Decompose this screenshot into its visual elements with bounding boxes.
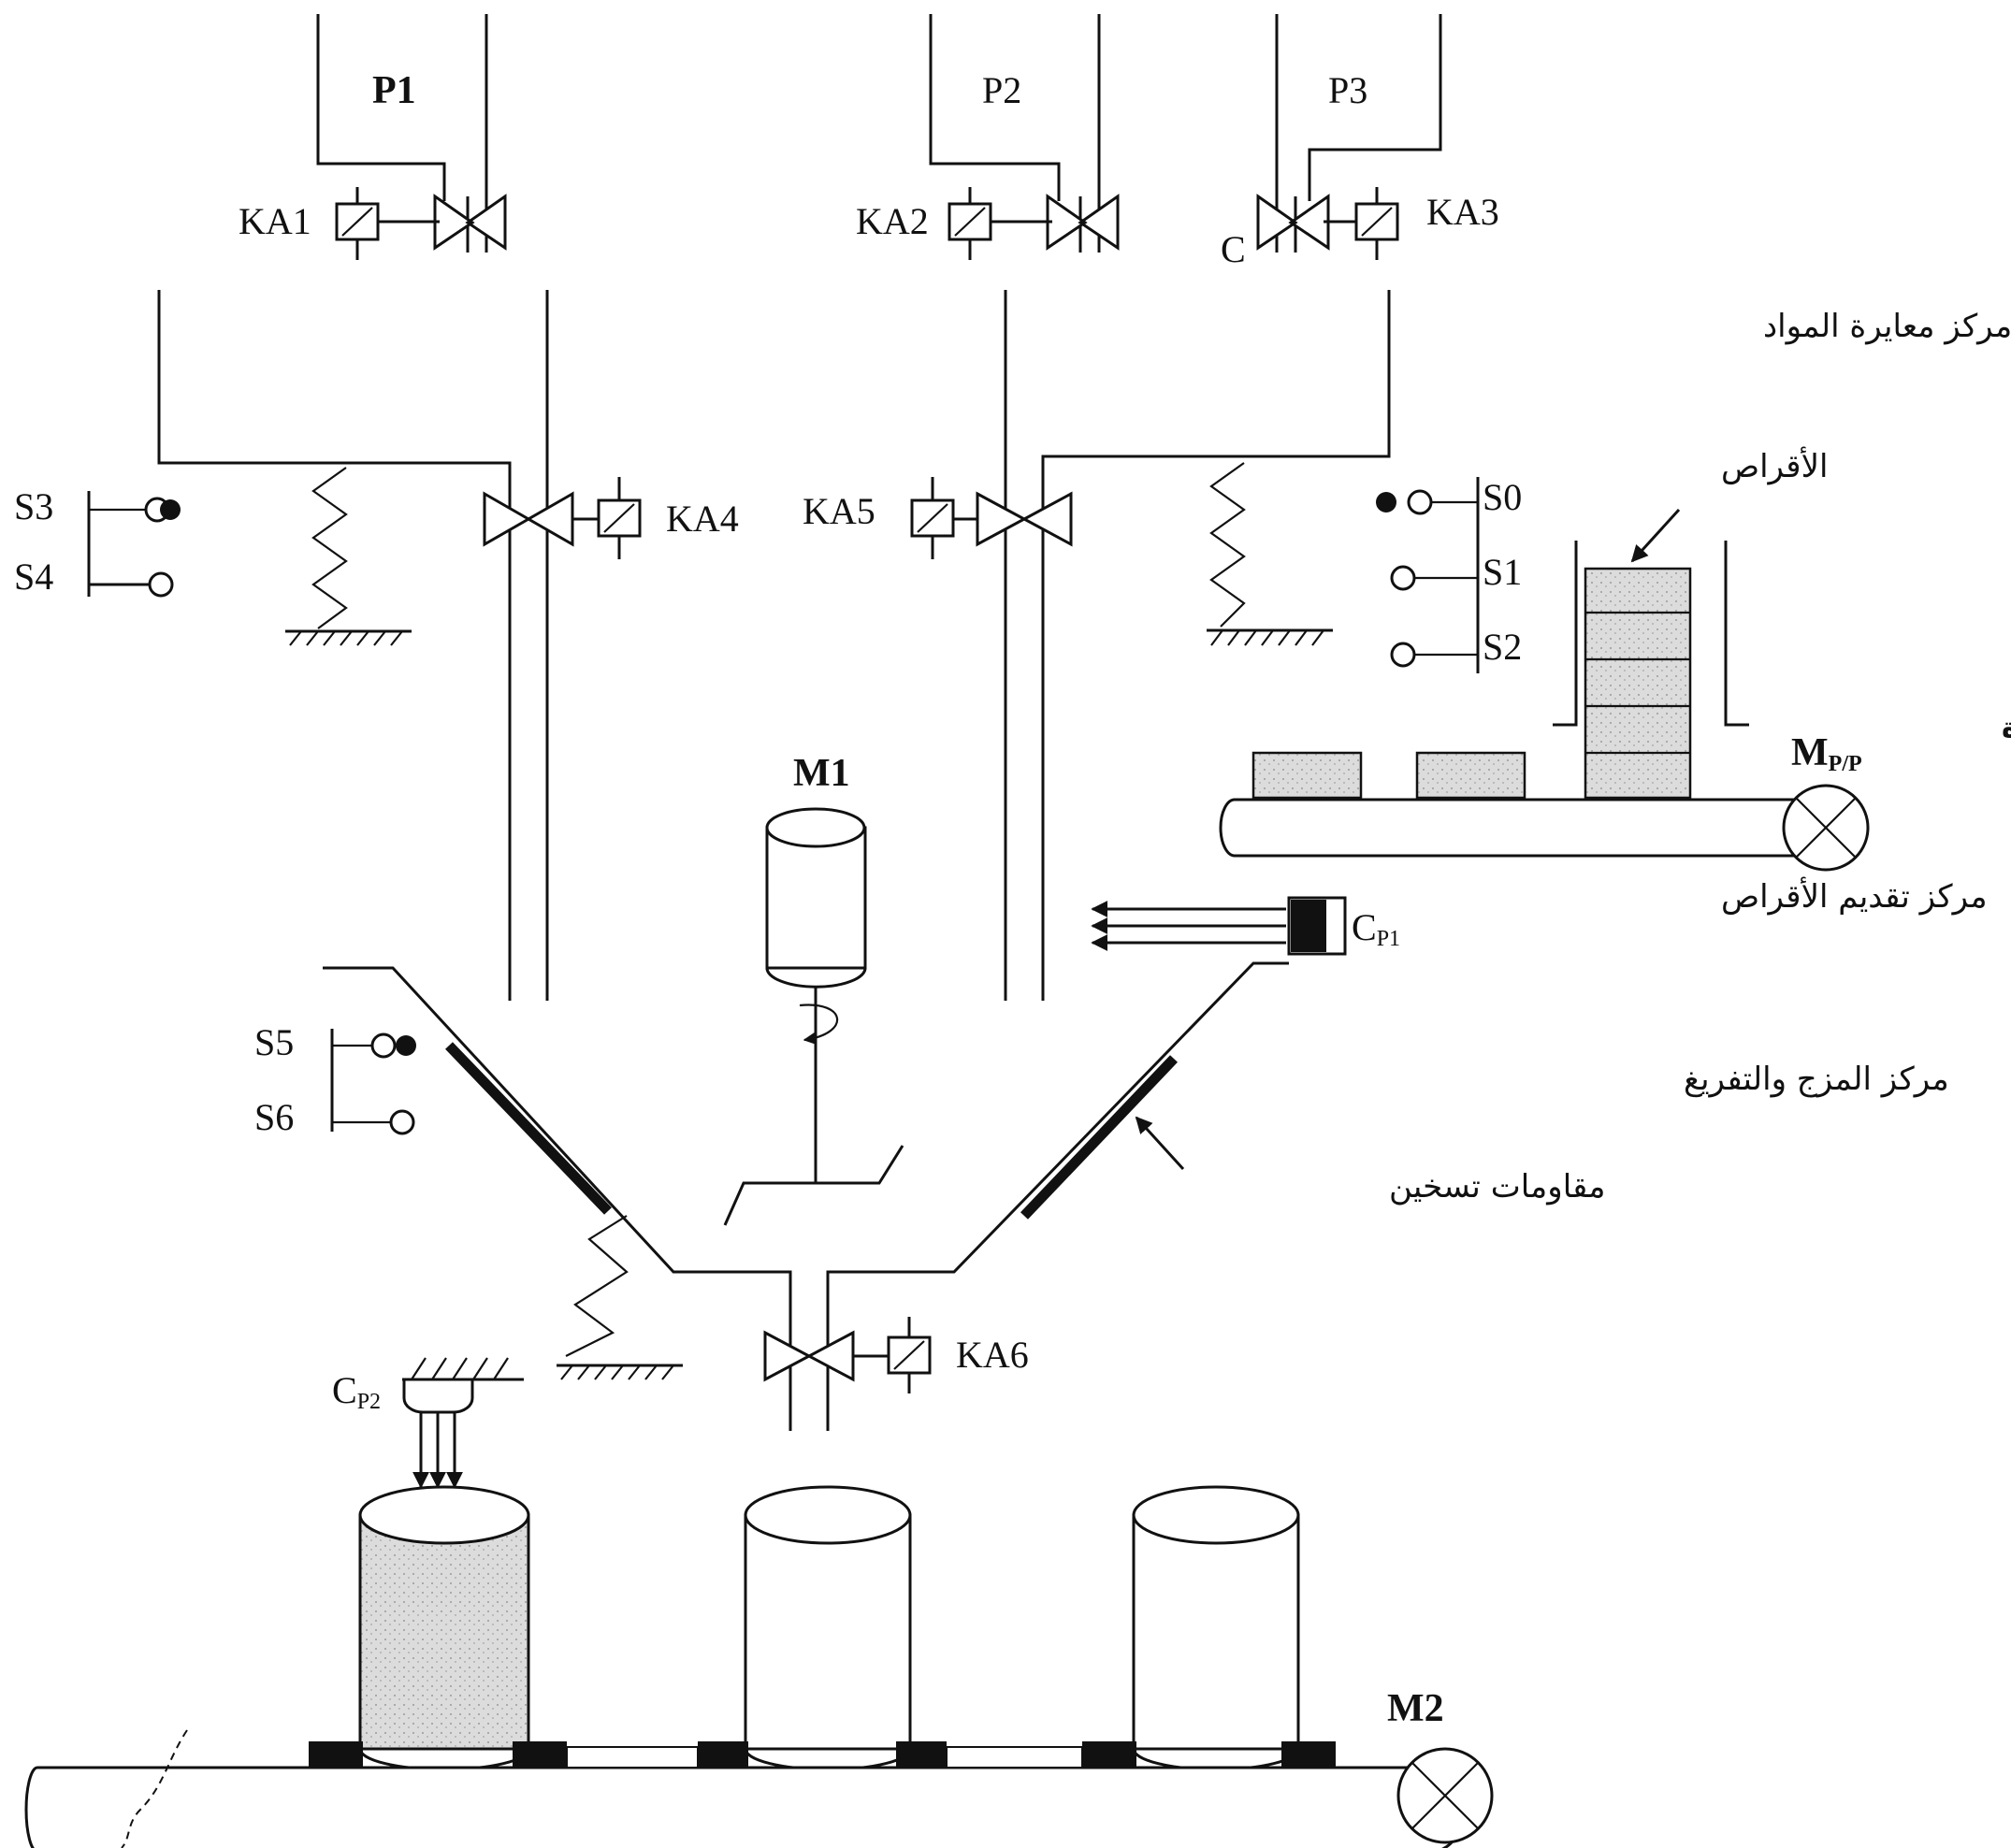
tank-p1-label: P1 (372, 69, 416, 112)
sensor-s2: S2 (1390, 626, 1522, 668)
valve-ka4-label: KA4 (666, 498, 739, 540)
mixing-center-label: مركز المزج والتفريغ (1684, 1061, 1949, 1098)
motor-mpp[interactable]: MP/P (1782, 731, 1870, 872)
dosing-center-label: مركز معايرة المواد (1763, 308, 2011, 345)
valve-ka2[interactable]: KA2 (856, 187, 1120, 260)
motor-m1[interactable]: M1 (723, 752, 904, 1226)
sensor-s0-label: S0 (1483, 476, 1522, 518)
tank-p3-label: P3 (1328, 69, 1367, 111)
motor-m2-label: M2 (1387, 1687, 1444, 1730)
valve-ka1[interactable]: KA1 (239, 187, 507, 260)
valve-ka5-label: KA5 (803, 490, 875, 532)
cylinder-cp1[interactable]: CP1 (1091, 896, 1400, 956)
cylinder-cp1-label: CP1 (1352, 906, 1400, 951)
tablet-1 (1251, 751, 1363, 800)
sensor-s5-label: S5 (254, 1021, 294, 1063)
sensor-s3: S3 (14, 485, 181, 597)
tablet-feed-center-label: مركز تقديم الأقراص (1721, 876, 1988, 916)
motor-m2[interactable]: M2 (1387, 1687, 1494, 1844)
valve-ka5[interactable]: KA5 (803, 477, 1073, 559)
bottle-3 (1132, 1485, 1300, 1771)
sensor-s1-label: S1 (1483, 551, 1522, 593)
cylinder-cp2-label: CP2 (332, 1369, 381, 1414)
heating-resistors-label: مقاومات تسخين (1389, 1168, 1605, 1206)
valve-ka4[interactable]: KA4 (483, 477, 739, 559)
motor-mpp-label: MP/P (1791, 731, 1862, 776)
dosing-hopper-left (157, 290, 549, 1001)
bottle-2 (744, 1485, 912, 1771)
sensor-s2-label: S2 (1483, 626, 1522, 668)
ground-hatch-left (289, 630, 403, 646)
sensor-cp2: CP2 (332, 1357, 524, 1489)
sensor-s4-label: S4 (14, 556, 53, 598)
bottle-1 (358, 1485, 530, 1771)
sensor-s0: S0 (1376, 476, 1522, 673)
valve-ka3-label: KA3 (1426, 191, 1499, 233)
tablet-conveyor (1219, 798, 1859, 858)
dosing-hopper-right (1004, 290, 1391, 1001)
sensor-s6-label: S6 (254, 1096, 294, 1138)
sensor-s4: S4 (14, 556, 174, 598)
bottle-conveyor (24, 1729, 1466, 1848)
valve-ka6[interactable]: KA6 (763, 1317, 1029, 1393)
tank-p1: P1 (316, 14, 488, 253)
valve-ka3[interactable]: KA3 C (1221, 187, 1499, 270)
valve-ka6-label: KA6 (956, 1334, 1029, 1376)
valve-ka1-label: KA1 (239, 200, 311, 242)
motor-m1-label: M1 (793, 752, 850, 795)
tablet-magazine (1553, 541, 1749, 800)
valve-ka2-label: KA2 (856, 200, 929, 242)
sensor-s6: S6 (254, 1096, 415, 1138)
tank-p2-label: P2 (982, 69, 1021, 111)
sensor-s1: S1 (1390, 551, 1522, 593)
stepper-motor-label: محرك خطوة/خطوة (2002, 712, 2011, 744)
sensor-s3-label: S3 (14, 485, 53, 527)
ground-hatch-right (1210, 629, 1324, 646)
mixing-tank (323, 961, 1289, 1431)
tablets-label: الأقراص (1721, 446, 1828, 485)
tablet-2 (1415, 751, 1526, 800)
valve-c-mark: C (1221, 228, 1246, 270)
sensor-s5: S5 (254, 1021, 416, 1132)
